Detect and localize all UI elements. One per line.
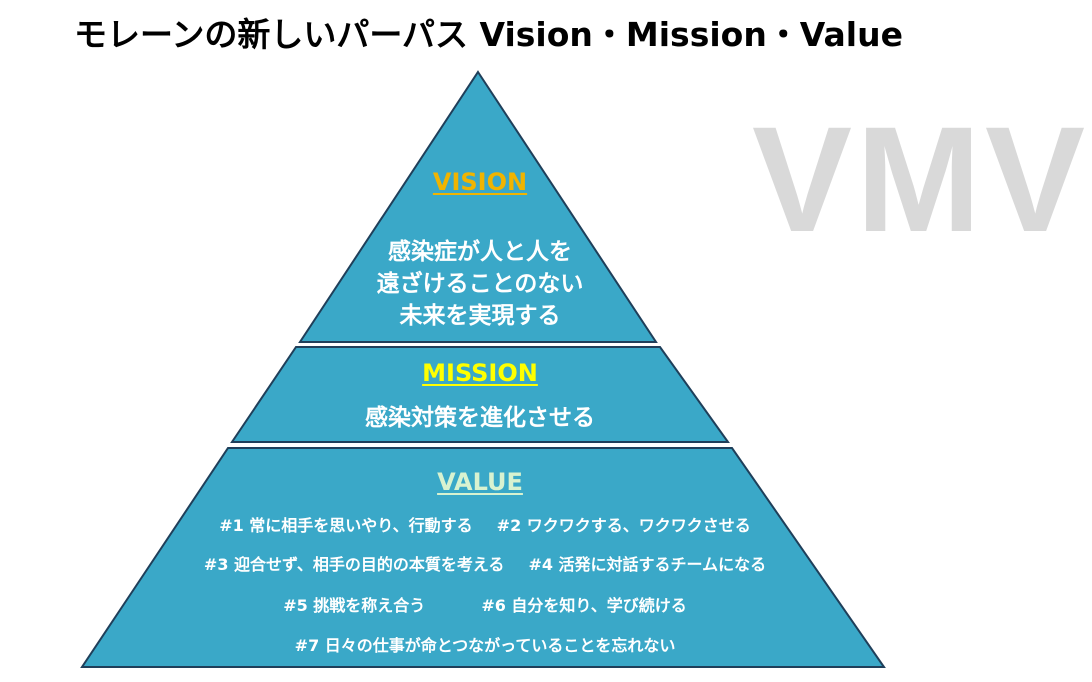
value-row: #3 迎合せず、相手の目的の本質を考える #4 活発に対話するチームになる — [100, 551, 870, 575]
value-row: #5 挑戦を称え合う #6 自分を知り、学び続ける — [100, 592, 870, 616]
mission-heading: MISSION — [422, 359, 538, 387]
value-tier — [80, 447, 886, 668]
value-row: #1 常に相手を思いやり、行動する #2 ワクワクする、ワクワクさせる — [100, 512, 870, 536]
vision-heading: VISION — [432, 168, 528, 196]
value-item-1: #1 常に相手を思いやり、行動する — [219, 516, 473, 535]
vision-tier — [298, 70, 658, 343]
value-item-2: #2 ワクワクする、ワクワクさせる — [496, 516, 751, 535]
mission-statement: 感染対策を進化させる — [365, 405, 595, 431]
value-row: #7 日々の仕事が命とつながっていることを忘れない — [100, 632, 870, 656]
value-heading: VALUE — [437, 468, 523, 496]
vision-statement: 感染症が人と人を 遠ざけることのない 未来を実現する — [330, 236, 630, 332]
value-item-3: #3 迎合せず、相手の目的の本質を考える — [203, 555, 505, 574]
vmv-watermark: VMV — [752, 95, 1090, 263]
value-item-5: #5 挑戦を称え合う — [283, 596, 426, 615]
slide-title: モレーンの新しいパーパス Vision・Mission・Value — [74, 15, 903, 54]
value-item-7: #7 日々の仕事が命とつながっていることを忘れない — [294, 636, 676, 655]
vision-line: 感染症が人と人を — [388, 239, 572, 265]
value-item-6: #6 自分を知り、学び続ける — [481, 596, 687, 615]
value-item-4: #4 活発に対話するチームになる — [528, 555, 767, 574]
mission-tier — [230, 346, 730, 443]
vision-line: 遠ざけることのない — [376, 271, 584, 297]
vision-line: 未来を実現する — [399, 303, 561, 329]
